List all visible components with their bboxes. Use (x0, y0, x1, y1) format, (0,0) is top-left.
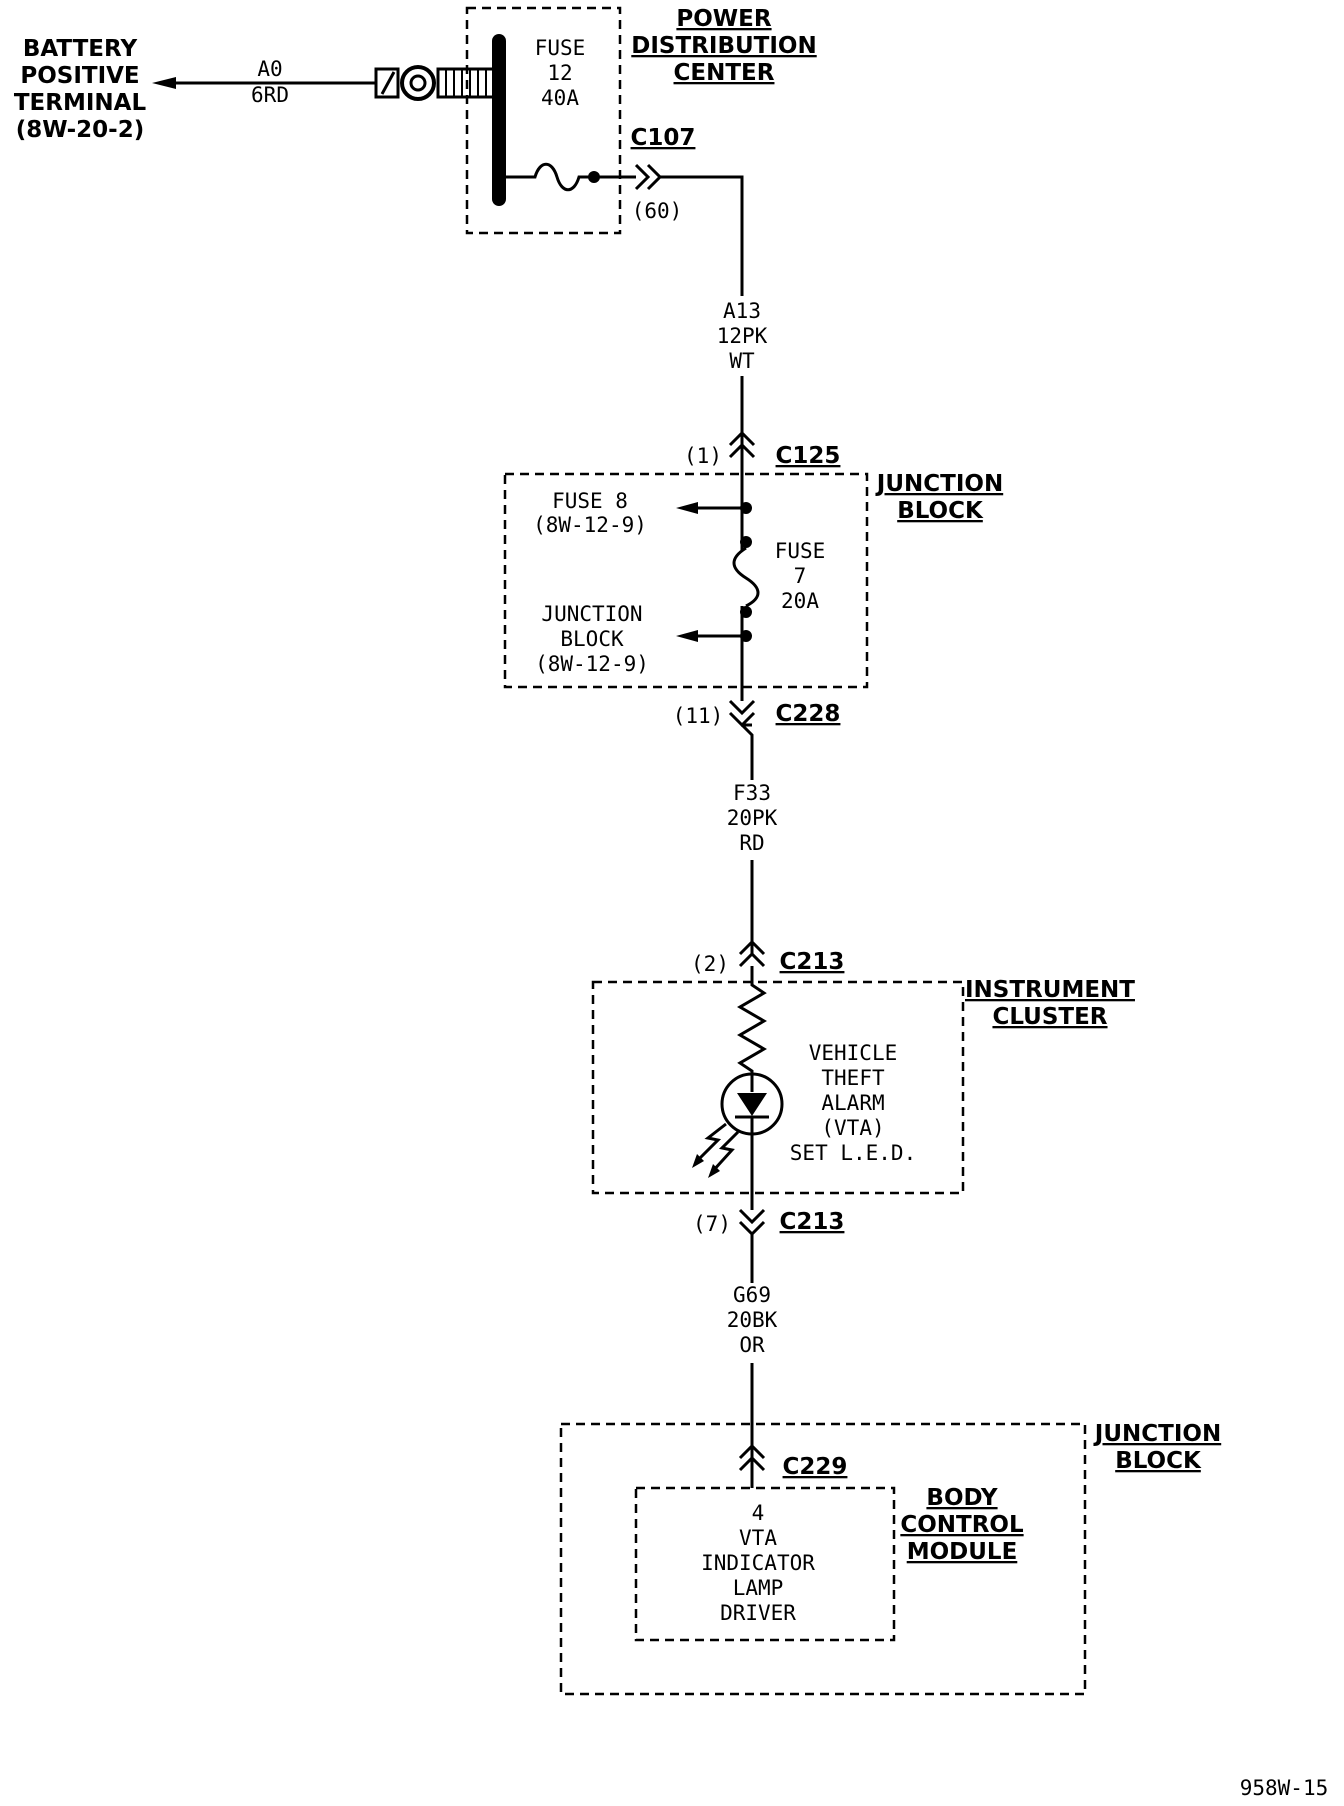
wire-f33-gauge: 20PK (727, 806, 778, 830)
junction-block-2-title-line1: JUNCTION (1093, 1421, 1221, 1447)
fuse7-label-line2: 7 (794, 564, 807, 588)
c213-bottom-connector-icon (738, 1208, 766, 1237)
c125-pin: (1) (684, 444, 722, 468)
instrument-cluster-title-line1: INSTRUMENT (965, 977, 1135, 1003)
fuse7-top-dot (740, 536, 752, 548)
battery-label-line1: BATTERY (23, 36, 138, 62)
fuse7-label-line1: FUSE (775, 539, 826, 563)
wire-g69-tracer: OR (739, 1333, 765, 1357)
led-label-line4: (VTA) (821, 1116, 884, 1140)
wire-f33-circuit: F33 (733, 781, 771, 805)
led-label-line3: ALARM (821, 1091, 884, 1115)
wire-g69-gauge: 20BK (727, 1308, 778, 1332)
pdc-title: POWER DISTRIBUTION CENTER (631, 6, 816, 86)
pdc-fuse-label-line2: 12 (547, 61, 572, 85)
bcm-pin-line3: INDICATOR (701, 1551, 815, 1575)
bcm-title-line1: BODY (926, 1485, 998, 1511)
pdc-fuse-label-line3: 40A (541, 86, 579, 110)
pdc-title-line2: DISTRIBUTION (631, 33, 816, 59)
fuse8-label-line1: FUSE 8 (552, 489, 628, 513)
led-label-line1: VEHICLE (809, 1041, 898, 1065)
pdc-bus-bar (492, 34, 506, 206)
jb-ref-label-line3: (8W-12-9) (535, 652, 649, 676)
wire-g69-label-bg (722, 1283, 782, 1363)
wire-g69-circuit: G69 (733, 1283, 771, 1307)
pdc-box (465, 6, 622, 235)
bcm-pin-line4: LAMP (733, 1576, 784, 1600)
junction-block-2-box (559, 1422, 1087, 1696)
wire-f33-tracer: RD (739, 831, 764, 855)
ring-terminal-icon (374, 65, 496, 101)
c228-connector-icon (728, 699, 756, 728)
fuse-12-icon (506, 162, 594, 192)
bcm-title: BODY CONTROL MODULE (900, 1485, 1024, 1565)
wire-a13-gauge: 12PK (717, 324, 768, 348)
bcm-box (634, 1486, 896, 1642)
junction-block-1-title-line2: BLOCK (897, 498, 984, 524)
battery-label-line2: POSITIVE (20, 63, 139, 89)
led-icon (720, 1072, 784, 1136)
c107-pin: (60) (632, 199, 683, 223)
c229-connector-icon (738, 1443, 766, 1472)
arrow-to-battery-icon (152, 77, 176, 89)
wire-f33-line (740, 723, 754, 954)
pdc-title-line3: CENTER (674, 60, 775, 86)
bcm-pin-line1: 4 (752, 1501, 765, 1525)
junction-block-1-box (503, 472, 869, 689)
c213-top-label: C213 (780, 949, 845, 975)
c107-label: C107 (631, 125, 696, 151)
fuse-7-icon (732, 546, 760, 608)
junction-block-1-title: JUNCTION BLOCK (875, 471, 1003, 524)
fuse7-bottom-dot (740, 606, 752, 618)
figure-id: 958W-15 (1240, 1776, 1329, 1800)
jb-ref-label-line1: JUNCTION (541, 602, 642, 626)
bcm-pin-line2: VTA (739, 1526, 777, 1550)
junction-block-2-title-line2: BLOCK (1115, 1448, 1202, 1474)
battery-label-line3: TERMINAL (14, 90, 147, 116)
pdc-title-line1: POWER (676, 6, 771, 32)
c125-label: C125 (776, 443, 841, 469)
wire-a13-label-bg (712, 296, 772, 376)
instrument-cluster-box (591, 980, 965, 1195)
c213-top-connector-icon (738, 939, 766, 968)
junction-block-2-title: JUNCTION BLOCK (1093, 1421, 1221, 1474)
instrument-cluster-title-line2: CLUSTER (992, 1004, 1107, 1030)
arrow-jb-ref-icon (676, 630, 698, 642)
c213-bottom-label: C213 (780, 1209, 845, 1235)
bcm-title-line2: CONTROL (900, 1512, 1024, 1538)
bcm-title-line3: MODULE (907, 1539, 1018, 1565)
led-label-line5: SET L.E.D. (790, 1141, 916, 1165)
c228-label: C228 (776, 701, 841, 727)
wire-a13-circuit: A13 (723, 299, 761, 323)
fuse8-label-line2: (8W-12-9) (533, 513, 647, 537)
bcm-pin-line5: DRIVER (720, 1601, 796, 1625)
c228-pin: (11) (673, 704, 724, 728)
instrument-cluster-title: INSTRUMENT CLUSTER (965, 977, 1135, 1030)
wire-a0-gauge: 6RD (251, 83, 289, 107)
pdc-fuse-label-line1: FUSE (535, 36, 586, 60)
battery-label: BATTERY POSITIVE TERMINAL (8W-20-2) (14, 36, 147, 143)
light-emission-arrows-icon (692, 1122, 740, 1178)
jb-ref-label-line2: BLOCK (560, 627, 624, 651)
wire-a0-circuit: A0 (257, 57, 282, 81)
led-label-line2: THEFT (821, 1066, 885, 1090)
c229-label: C229 (783, 1454, 848, 1480)
resistor-icon (737, 966, 767, 1085)
c213-top-pin: (2) (691, 952, 729, 976)
wire-a13-tracer: WT (729, 349, 755, 373)
c213-bottom-pin: (7) (693, 1212, 731, 1236)
wire-f33-label-bg (722, 780, 782, 860)
fuse7-label-line3: 20A (781, 589, 819, 613)
battery-label-line4: (8W-20-2) (16, 117, 144, 143)
arrow-fuse8-icon (676, 502, 698, 514)
c107-connector-icon (634, 163, 663, 191)
junction-block-1-title-line1: JUNCTION (875, 471, 1003, 497)
